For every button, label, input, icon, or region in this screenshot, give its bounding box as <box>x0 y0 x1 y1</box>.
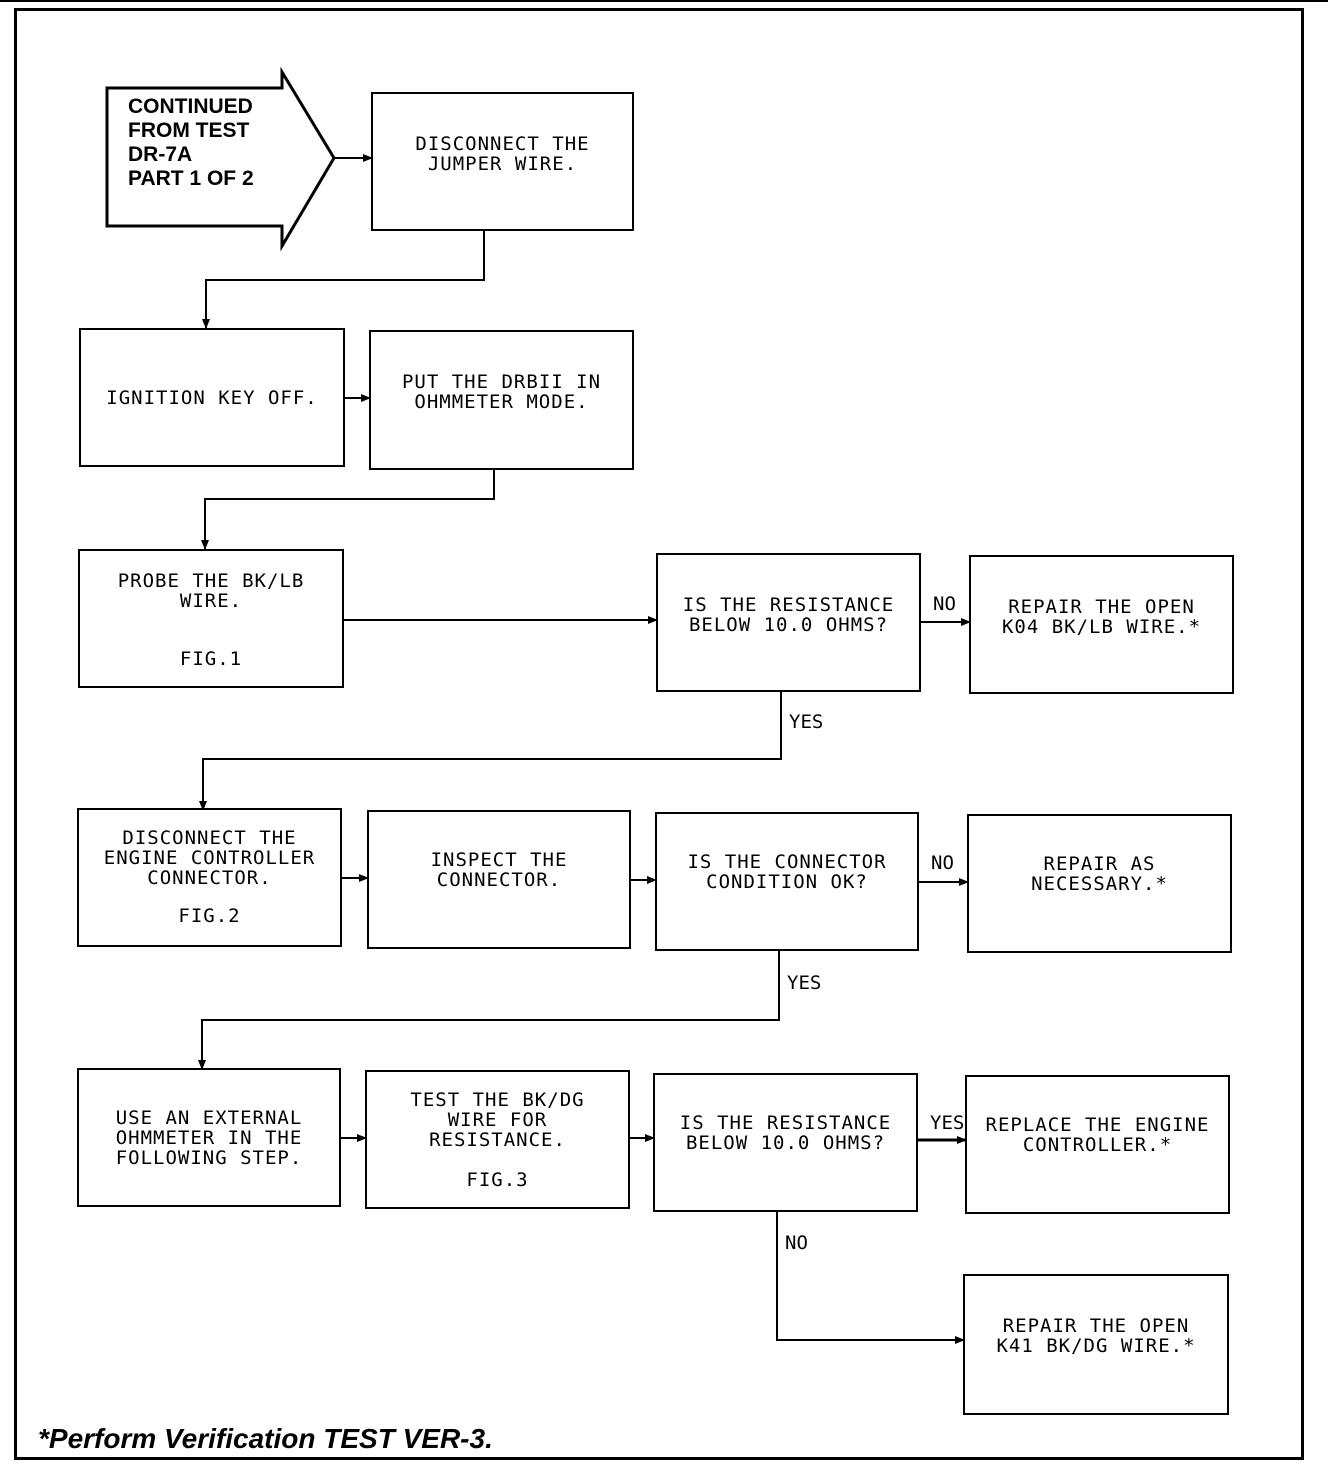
footnote: *Perform Verification TEST VER-3. <box>38 1423 493 1454</box>
page-frame <box>14 8 1304 1460</box>
node-text: CONTROLLER.* <box>1022 1134 1173 1156</box>
node-text: CONNECTOR. <box>147 867 272 889</box>
node-text: FOLLOWING STEP. <box>115 1146 303 1169</box>
top-border <box>0 0 1328 2</box>
node-text: NECESSARY.* <box>1031 873 1168 895</box>
node-text: WIRE FOR <box>447 1109 548 1131</box>
node-text: IS THE CONNECTOR <box>687 851 887 873</box>
node-text: ENGINE CONTROLLER <box>103 847 316 869</box>
node-resistance-question-2: IS THE RESISTANCE BELOW 10.0 OHMS? <box>653 1073 918 1212</box>
figure-reference: FIG.3 <box>466 1169 529 1191</box>
node-text: K04 BK/LB WIRE.* <box>1001 616 1202 638</box>
start-line: CONTINUED <box>128 95 253 118</box>
node-text: PUT THE DRBII IN <box>401 371 602 393</box>
node-text: CONNECTOR. <box>436 869 562 891</box>
branch-label-yes: YES <box>789 711 824 733</box>
node-put-drbii: PUT THE DRBII IN OHMMETER MODE. <box>369 330 634 470</box>
start-line: FROM TEST <box>128 119 250 142</box>
branch-label-no: NO <box>785 1232 808 1254</box>
start-arrow-label: CONTINUED FROM TEST DR-7A PART 1 OF 2 <box>128 95 254 191</box>
node-connector-condition-question: IS THE CONNECTOR CONDITION OK? <box>655 812 919 951</box>
node-text: PROBE THE BK/LB <box>117 570 305 592</box>
node-text: REPAIR AS <box>1043 853 1156 875</box>
branch-label-no: NO <box>933 593 956 615</box>
start-line: PART 1 OF 2 <box>128 167 254 190</box>
node-text: JUMPER WIRE. <box>427 153 578 175</box>
node-replace-engine-controller: REPLACE THE ENGINE CONTROLLER.* <box>965 1075 1230 1214</box>
branch-label-yes: YES <box>930 1112 965 1134</box>
node-text: RESISTANCE. <box>429 1129 566 1151</box>
node-text: DISCONNECT THE <box>415 133 590 155</box>
branch-label-no: NO <box>931 852 954 874</box>
node-ignition-off: IGNITION KEY OFF. <box>79 328 345 467</box>
node-text: USE AN EXTERNAL <box>115 1106 303 1129</box>
node-text: IGNITION KEY OFF. <box>106 386 318 409</box>
figure-reference: FIG.1 <box>179 648 243 670</box>
node-test-bk-dg: TEST THE BK/DG WIRE FOR RESISTANCE. FIG.… <box>365 1070 630 1209</box>
node-text: REPLACE THE ENGINE <box>985 1114 1210 1136</box>
node-text: K41 BK/DG WIRE.* <box>996 1335 1196 1357</box>
node-resistance-question-1: IS THE RESISTANCE BELOW 10.0 OHMS? <box>656 553 921 692</box>
node-text: INSPECT THE <box>430 849 568 871</box>
node-text: TEST THE BK/DG <box>410 1089 585 1111</box>
start-arrow-shape <box>105 66 336 252</box>
node-text: REPAIR THE OPEN <box>1008 596 1195 618</box>
node-repair-k04: REPAIR THE OPEN K04 BK/LB WIRE.* <box>969 555 1234 694</box>
node-text: WIRE. <box>179 590 243 612</box>
start-line: DR-7A <box>128 143 193 166</box>
node-inspect-connector: INSPECT THE CONNECTOR. <box>367 810 631 949</box>
node-text: BELOW 10.0 OHMS? <box>688 614 889 636</box>
node-probe-bk-lb: PROBE THE BK/LB WIRE. FIG.1 <box>78 549 344 688</box>
node-text: REPAIR THE OPEN <box>1002 1315 1190 1337</box>
figure-reference: FIG.2 <box>178 905 241 927</box>
node-repair-as-necessary: REPAIR AS NECESSARY.* <box>967 814 1232 953</box>
node-text: OHMMETER MODE. <box>414 391 589 413</box>
branch-label-yes: YES <box>787 972 822 994</box>
node-text: IS THE RESISTANCE <box>682 594 895 616</box>
node-text: DISCONNECT THE <box>122 827 297 849</box>
node-use-external-ohmmeter: USE AN EXTERNAL OHMMETER IN THE FOLLOWIN… <box>77 1068 341 1207</box>
node-disconnect-engine-controller: DISCONNECT THE ENGINE CONTROLLER CONNECT… <box>77 808 342 947</box>
node-text: IS THE RESISTANCE <box>679 1112 892 1134</box>
node-text: BELOW 10.0 OHMS? <box>685 1132 886 1154</box>
node-repair-k41: REPAIR THE OPEN K41 BK/DG WIRE.* <box>963 1274 1229 1415</box>
node-text: OHMMETER IN THE <box>115 1126 303 1149</box>
node-disconnect-jumper: DISCONNECT THE JUMPER WIRE. <box>371 92 634 231</box>
node-text: CONDITION OK? <box>706 871 868 893</box>
